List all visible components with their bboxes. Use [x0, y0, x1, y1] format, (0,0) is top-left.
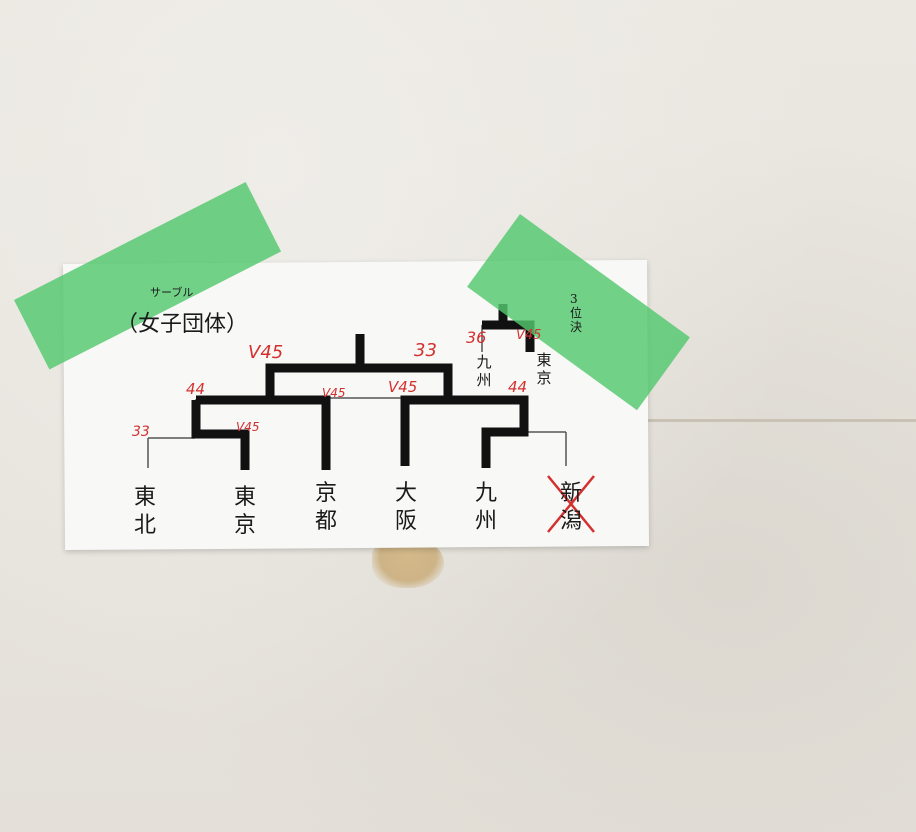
third-place-label: 3位決: [570, 292, 583, 334]
wall-seam: [640, 419, 916, 422]
score-third-a: 36: [466, 328, 487, 347]
score-final-left: V45: [248, 342, 284, 363]
heading-small: サーブル: [150, 286, 194, 299]
eliminated-cross-mark: [547, 475, 595, 533]
heading: （女子団体）: [116, 312, 249, 337]
score-r1-left-lose: 33: [132, 424, 150, 440]
score-final-right: 33: [414, 340, 437, 361]
score-sf-right-b: 44: [508, 378, 528, 396]
score-sf-right-a: V45: [388, 378, 418, 396]
score-sf-left-b: V45: [322, 386, 346, 400]
score-r1-left-win: V45: [236, 420, 260, 434]
score-sf-left-a: 44: [186, 380, 206, 398]
score-third-b: V45: [516, 328, 542, 343]
